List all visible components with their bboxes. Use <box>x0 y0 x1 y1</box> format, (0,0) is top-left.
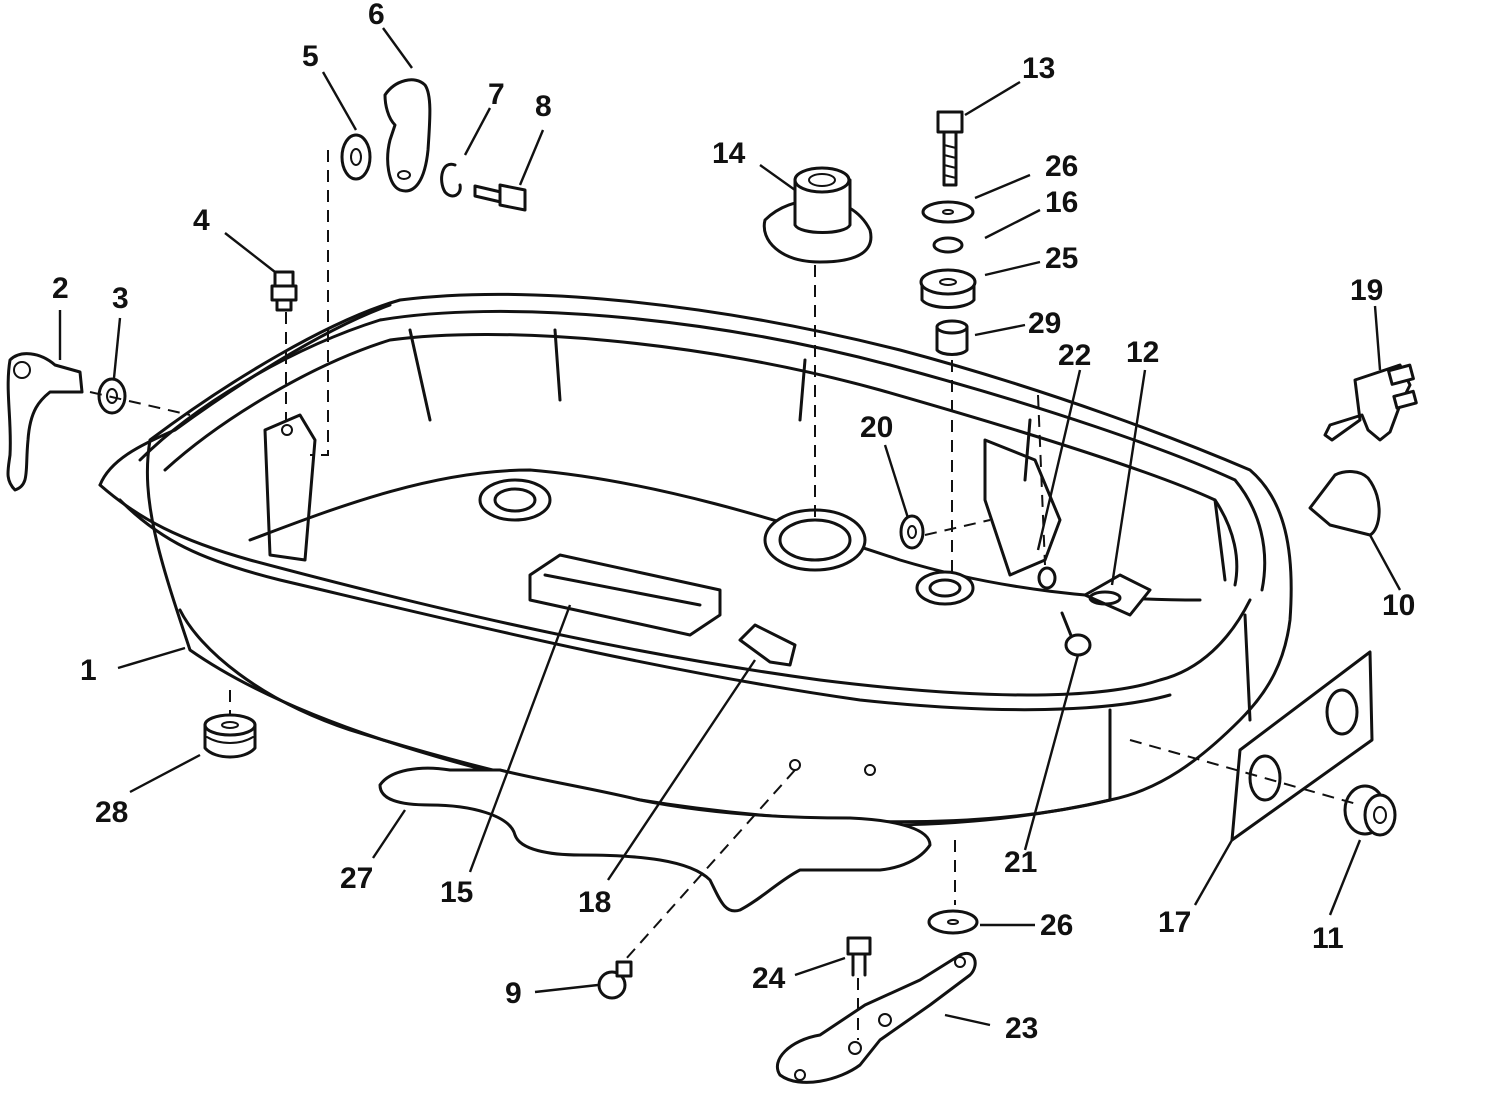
lower-motor-cover <box>98 292 1293 827</box>
part-17-plate <box>1230 650 1374 842</box>
callout-5: 5 <box>302 40 319 73</box>
part-28-grommet <box>203 713 257 759</box>
part-23-bracket <box>776 951 977 1084</box>
part-9-plug <box>597 960 633 1000</box>
callout-labels: 1 2 3 4 5 6 7 8 9 10 11 12 13 14 15 16 1… <box>52 0 1415 1045</box>
callout-14: 14 <box>712 137 746 170</box>
callout-15: 15 <box>440 876 473 909</box>
callout-25: 25 <box>1045 242 1078 275</box>
part-24-bolt <box>846 936 872 977</box>
callout-8: 8 <box>535 90 552 123</box>
callout-19: 19 <box>1350 274 1383 307</box>
callout-11: 11 <box>1312 922 1344 955</box>
part-22-o-ring <box>1037 566 1057 590</box>
callout-12: 12 <box>1126 336 1159 369</box>
callout-13: 13 <box>1022 52 1055 85</box>
part-2-lever <box>6 352 84 492</box>
part-26-washer-top <box>921 200 975 224</box>
part-4-fitting <box>270 270 298 312</box>
callout-17: 17 <box>1158 906 1191 939</box>
part-14-grommet <box>762 166 873 264</box>
part-13-bolt <box>936 110 964 187</box>
part-6-latch-hook <box>383 78 432 193</box>
part-7-clip <box>440 162 462 198</box>
callout-21: 21 <box>1004 846 1037 879</box>
callout-29: 29 <box>1028 307 1061 340</box>
callout-4: 4 <box>193 204 210 237</box>
callout-2: 2 <box>52 272 69 305</box>
callout-7: 7 <box>488 78 505 111</box>
callout-22: 22 <box>1058 339 1091 372</box>
leader-lines <box>58 27 1402 1027</box>
part-3-washer <box>97 377 127 415</box>
part-19-fuel-connector <box>1323 363 1418 442</box>
part-5-washer <box>340 133 372 181</box>
callout-16: 16 <box>1045 186 1078 219</box>
part-10-grommet <box>1308 470 1381 537</box>
callout-1: 1 <box>80 654 97 687</box>
callout-24: 24 <box>752 962 786 995</box>
callout-3: 3 <box>112 282 129 315</box>
callout-27: 27 <box>340 862 373 895</box>
callout-20: 20 <box>860 411 893 444</box>
part-20-washer <box>899 514 925 550</box>
part-25-grommet <box>919 268 977 309</box>
part-27-seal <box>378 766 932 913</box>
callout-18: 18 <box>578 886 611 919</box>
part-16-washer <box>932 236 964 254</box>
part-26-washer-bottom <box>927 909 979 935</box>
callout-9: 9 <box>505 977 522 1010</box>
callout-6: 6 <box>368 0 385 31</box>
part-21-screw <box>1060 611 1092 657</box>
callout-10: 10 <box>1382 589 1415 622</box>
part-29-sleeve <box>935 319 969 356</box>
assembly-lines <box>89 150 1361 1040</box>
part-8-screw <box>473 183 527 212</box>
callout-26-top: 26 <box>1045 150 1078 183</box>
callout-28: 28 <box>95 796 128 829</box>
part-11-grommet <box>1343 784 1397 837</box>
callout-26-bottom: 26 <box>1040 909 1073 942</box>
callout-23: 23 <box>1005 1012 1038 1045</box>
